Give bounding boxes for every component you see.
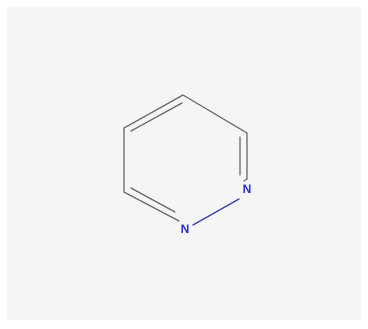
bond-c3-n1-stub (243, 178, 248, 182)
bond-c1-c2 (182, 94, 248, 134)
pyridazine-structure: N N (123, 94, 252, 236)
molecule-canvas: N N (7, 7, 361, 320)
bond-c5-c1 (123, 94, 184, 129)
double-bond-inner-top (130, 102, 183, 132)
double-bond-inner-bottom (130, 187, 176, 213)
atom-label-n2: N (181, 222, 190, 236)
bond-n2-c4 (123, 191, 180, 222)
bond-n1-n2 (192, 198, 240, 226)
atom-label-n1: N (243, 182, 252, 196)
